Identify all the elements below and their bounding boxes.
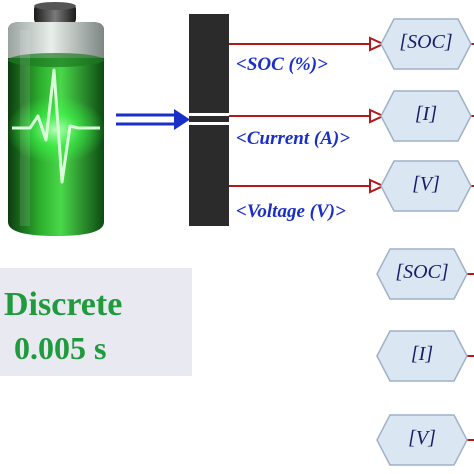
goto-tag-soc: [SOC] [399, 31, 453, 53]
signal-line-current[interactable] [229, 108, 386, 124]
signal-label-soc: <SOC (%)> [236, 54, 328, 75]
bus-arrow-icon [116, 109, 190, 130]
goto-block-voltage[interactable]: [V] [380, 160, 472, 212]
signal-line-voltage[interactable] [229, 178, 386, 194]
from-tag-current: [I] [410, 343, 434, 365]
powergui-mode: Discrete [4, 286, 123, 323]
demux-block-icon[interactable] [189, 14, 229, 226]
goto-block-soc[interactable]: [SOC] [380, 18, 472, 70]
from-tag-voltage: [V] [408, 427, 436, 449]
powergui-sample-time: 0.005 s [14, 330, 107, 366]
from-tag-soc: [SOC] [395, 261, 449, 283]
battery-icon[interactable] [0, 0, 115, 240]
signal-label-current: <Current (A)> [236, 128, 351, 149]
heartbeat-icon [12, 68, 100, 184]
powergui-block[interactable]: Discrete 0.005 s [0, 268, 192, 376]
signal-label-voltage: <Voltage (V)> [236, 201, 346, 222]
from-block-current[interactable]: [I] [376, 330, 468, 382]
from-block-voltage[interactable]: [V] [376, 414, 468, 466]
goto-block-current[interactable]: [I] [380, 90, 472, 142]
signal-line-soc[interactable] [229, 36, 386, 52]
from-block-soc[interactable]: [SOC] [376, 248, 468, 300]
goto-tag-voltage: [V] [412, 173, 440, 195]
goto-tag-current: [I] [414, 103, 438, 125]
